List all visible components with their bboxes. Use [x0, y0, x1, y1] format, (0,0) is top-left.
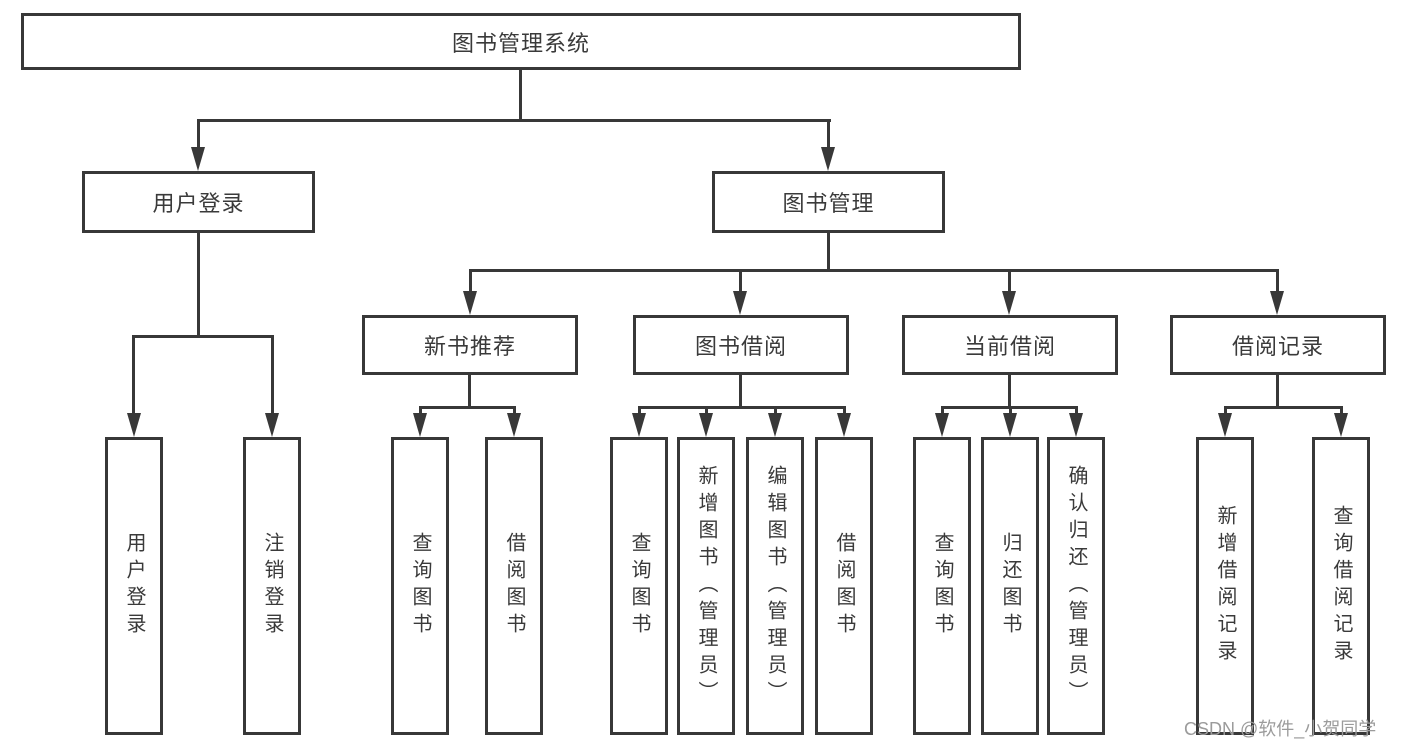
leaf-user-login: 用户登录 [105, 437, 163, 735]
leaf-edit-books-admin: 编辑图书（管理员） [746, 437, 804, 735]
arrowhead-icon [768, 413, 782, 437]
arrowhead-icon [1270, 291, 1284, 315]
leaf-add-books-admin: 新增图书（管理员） [677, 437, 735, 735]
leaf-borrow-books-borrowing: 借阅图书 [815, 437, 873, 735]
connector-line [843, 406, 846, 415]
node-library-management-system: 图书管理系统 [21, 13, 1021, 70]
connector-line [419, 406, 422, 415]
connector-line [1008, 269, 1011, 293]
connector-line [271, 335, 274, 415]
leaf-query-books-recommend: 查询图书 [391, 437, 449, 735]
connector-line [1224, 406, 1227, 415]
leaf-return-books: 归还图书 [981, 437, 1039, 735]
connector-line [638, 406, 641, 415]
connector-line [827, 233, 830, 271]
connector-line [197, 233, 200, 337]
connector-line [1276, 269, 1279, 293]
connector-line [1276, 375, 1279, 408]
arrowhead-icon [127, 413, 141, 437]
connector-line [1340, 406, 1343, 415]
arrowhead-icon [413, 413, 427, 437]
connector-line [1009, 406, 1012, 415]
connector-line [468, 375, 471, 408]
arrowhead-icon [463, 291, 477, 315]
arrowhead-icon [1003, 413, 1017, 437]
connector-line [941, 406, 944, 415]
connector-line [132, 335, 135, 415]
connector-line [197, 119, 831, 122]
arrowhead-icon [821, 147, 835, 171]
node-borrowing-records: 借阅记录 [1170, 315, 1386, 375]
arrowhead-icon [837, 413, 851, 437]
connector-line [469, 269, 1279, 272]
connector-line [739, 269, 742, 293]
leaf-query-books-borrowing: 查询图书 [610, 437, 668, 735]
connector-line [132, 335, 274, 338]
connector-line [419, 406, 516, 409]
arrowhead-icon [699, 413, 713, 437]
node-book-management: 图书管理 [712, 171, 945, 233]
connector-line [638, 406, 845, 409]
arrowhead-icon [632, 413, 646, 437]
arrowhead-icon [1069, 413, 1083, 437]
connector-line [1075, 406, 1078, 415]
connector-line [774, 406, 777, 415]
connector-line [197, 119, 200, 149]
connector-line [469, 269, 472, 293]
arrowhead-icon [1218, 413, 1232, 437]
node-new-book-recommendation: 新书推荐 [362, 315, 578, 375]
node-user-login: 用户登录 [82, 171, 315, 233]
leaf-logout-login: 注销登录 [243, 437, 301, 735]
connector-line [1224, 406, 1342, 409]
leaf-query-borrow-record: 查询借阅记录 [1312, 437, 1370, 735]
connector-line [1008, 375, 1011, 408]
node-current-borrowing: 当前借阅 [902, 315, 1118, 375]
leaf-confirm-return-admin: 确认归还（管理员） [1047, 437, 1105, 735]
arrowhead-icon [265, 413, 279, 437]
arrowhead-icon [733, 291, 747, 315]
arrowhead-icon [1002, 291, 1016, 315]
connector-line [827, 119, 830, 149]
arrowhead-icon [1334, 413, 1348, 437]
leaf-add-borrow-record: 新增借阅记录 [1196, 437, 1254, 735]
connector-line [705, 406, 708, 415]
leaf-borrow-books-recommend: 借阅图书 [485, 437, 543, 735]
connector-line [513, 406, 516, 415]
watermark: CSDN @软件_小贺同学 [1184, 719, 1377, 739]
leaf-query-books-current: 查询图书 [913, 437, 971, 735]
arrowhead-icon [507, 413, 521, 437]
connector-line [739, 375, 742, 408]
arrowhead-icon [935, 413, 949, 437]
arrowhead-icon [191, 147, 205, 171]
node-book-borrowing: 图书借阅 [633, 315, 849, 375]
connector-line [519, 69, 522, 121]
